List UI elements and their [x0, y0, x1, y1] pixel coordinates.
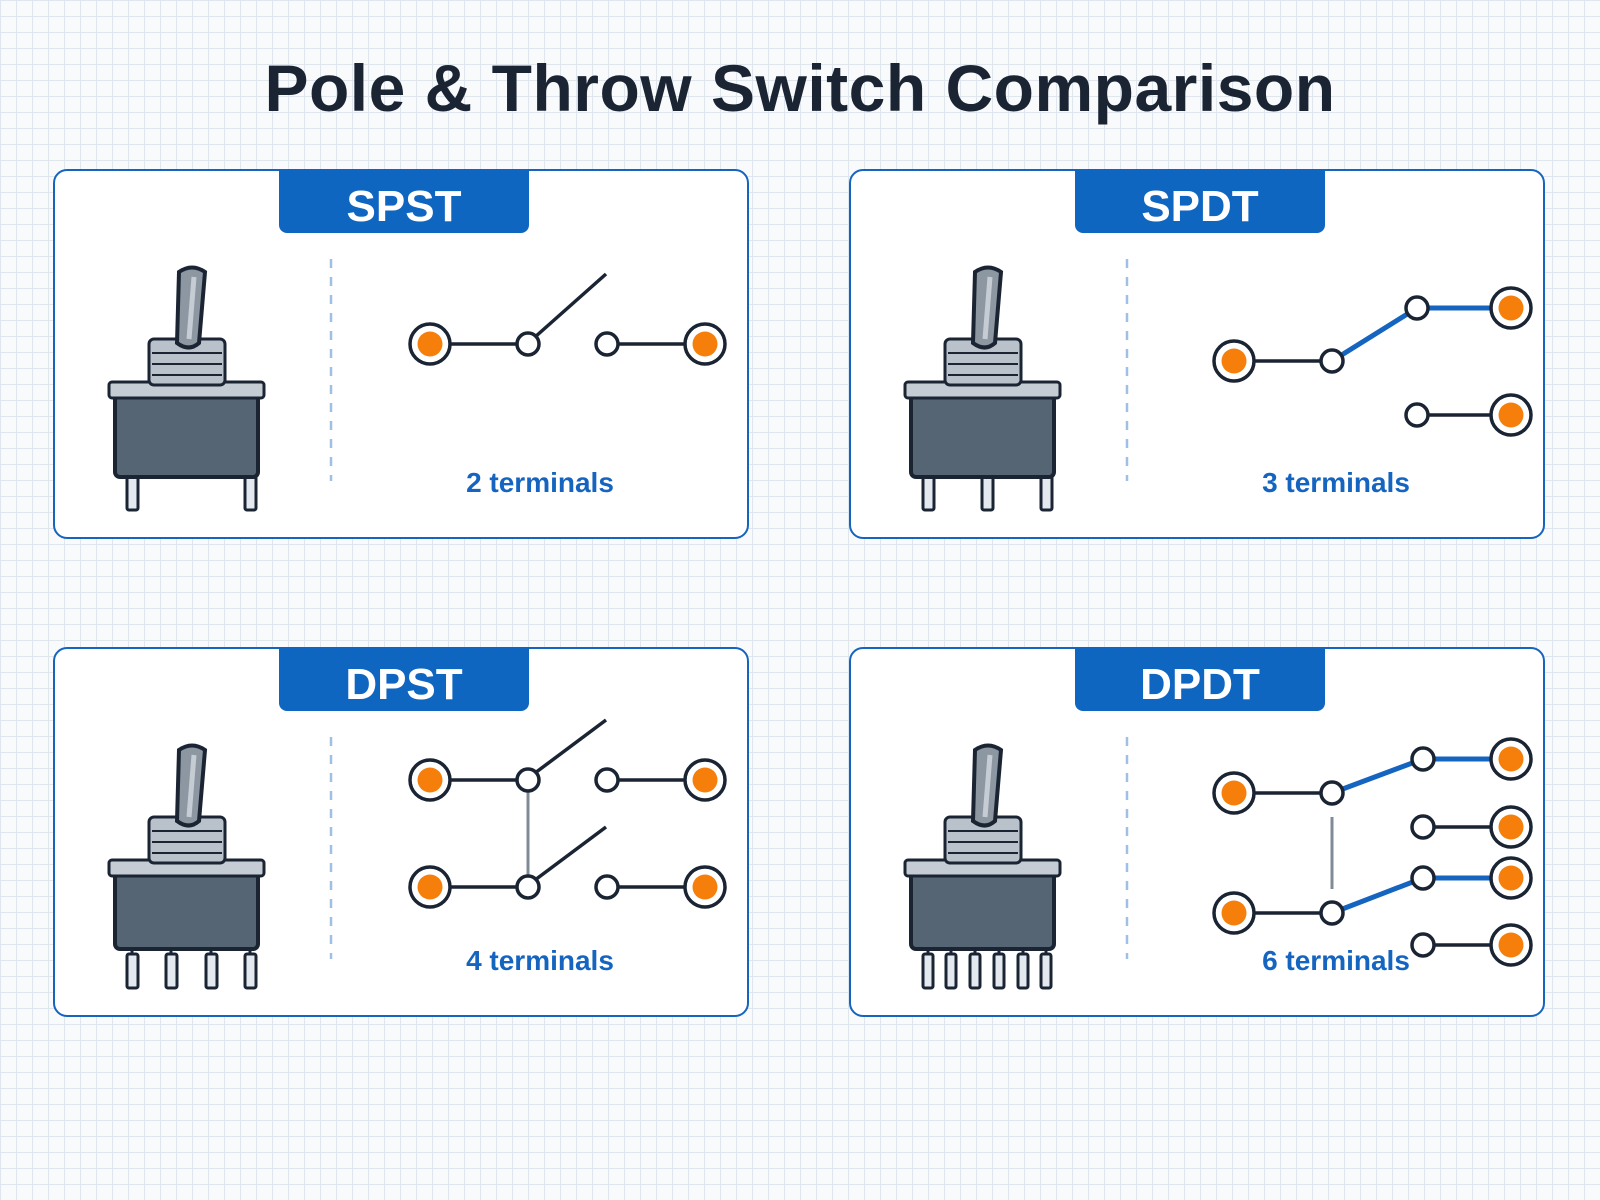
page-title: Pole & Throw Switch Comparison	[264, 51, 1336, 125]
switch-type-label: SPDT	[1075, 169, 1325, 233]
terminal-count: 4 terminals	[466, 945, 614, 976]
spst-diagram	[107, 259, 727, 512]
panel-spdt: SPDT 3 terminals	[849, 169, 1545, 539]
terminal-count: 6 terminals	[1262, 945, 1410, 976]
panel-spst: SPST 2 terminals	[53, 169, 749, 539]
spst-schematic	[408, 272, 727, 366]
spdt-diagram	[903, 259, 1533, 512]
toggle-switch-icon	[107, 265, 266, 512]
switch-type-label: SPST	[279, 169, 529, 233]
panel-dpdt: DPDT 6 terminals	[849, 647, 1545, 1017]
dpst-diagram	[107, 718, 727, 990]
dpst-schematic	[408, 718, 727, 909]
terminal-count: 3 terminals	[1262, 467, 1410, 498]
switch-type-label: DPDT	[1075, 647, 1325, 711]
terminal-count: 2 terminals	[466, 467, 614, 498]
toggle-switch-icon	[107, 743, 266, 990]
dpdt-schematic	[1212, 737, 1533, 967]
spdt-schematic	[1212, 286, 1533, 437]
toggle-switch-icon	[903, 743, 1062, 990]
toggle-switch-icon	[903, 265, 1062, 512]
switch-type-label: DPST	[279, 647, 529, 711]
dpdt-diagram	[903, 737, 1533, 990]
panel-dpst: DPST 4 terminals	[53, 647, 749, 1017]
